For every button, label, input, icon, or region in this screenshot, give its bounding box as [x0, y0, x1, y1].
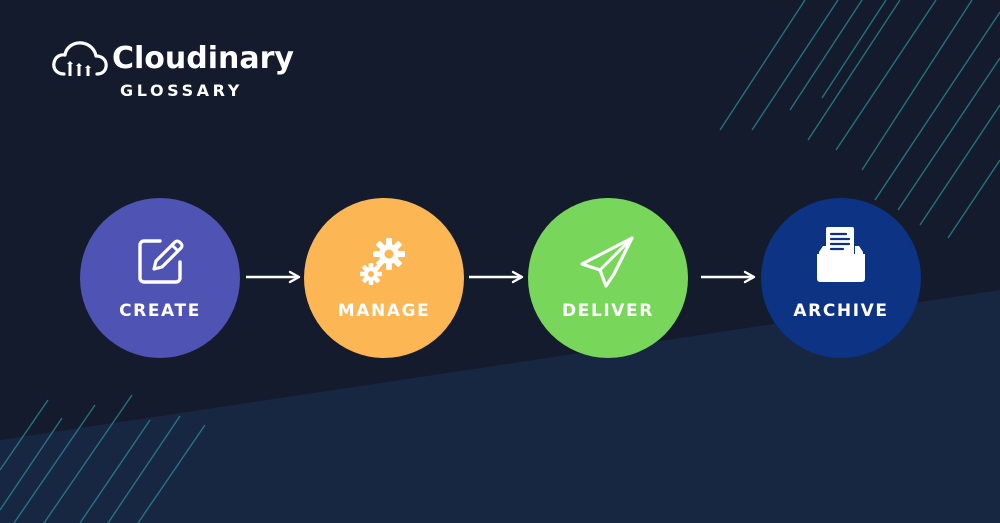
- edit-pencil-icon: [138, 239, 184, 284]
- paper-plane-icon: [580, 236, 634, 288]
- arrow-right-icon: [701, 270, 756, 284]
- brand-name: Cloudinary: [112, 41, 294, 76]
- step-deliver: DELIVER: [528, 198, 688, 358]
- step-label-manage: MANAGE: [337, 301, 431, 321]
- lower-background-band: [0, 290, 1000, 523]
- glossary-subtitle: GLOSSARY: [120, 81, 243, 100]
- top-right-stripes: [719, 0, 1000, 239]
- step-manage: MANAGE: [304, 198, 464, 358]
- bottom-left-stripes: [0, 394, 206, 523]
- cloud-bars-icon: [52, 41, 108, 76]
- cloudinary-logo: Cloudinary GLOSSARY: [52, 38, 294, 108]
- step-archive: ARCHIVE: [761, 198, 921, 358]
- step-label-create: CREATE: [119, 301, 201, 321]
- step-label-archive: ARCHIVE: [793, 301, 889, 321]
- step-label-deliver: DELIVER: [562, 301, 654, 321]
- archive-folder-icon: [817, 227, 865, 282]
- step-create: CREATE: [80, 198, 240, 358]
- arrow-right-icon: [469, 270, 524, 284]
- arrow-right-icon: [246, 270, 301, 284]
- gears-icon: [360, 238, 405, 285]
